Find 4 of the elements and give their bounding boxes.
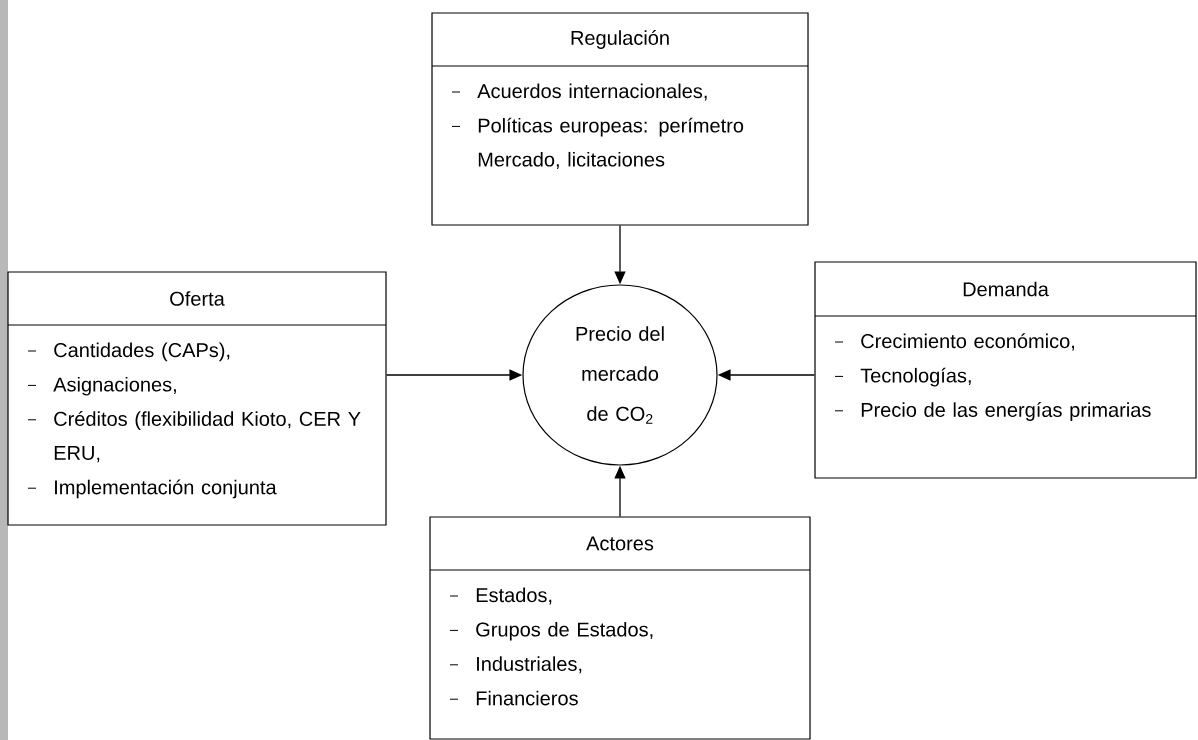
- list-box: Oferta Cantidades (CAPs), Asignaciones, Créditos (flexibilidad Kioto, CER Y ERU, Implementación conjunta: [7, 271, 387, 526]
- list-box: Demanda Crecimiento económico, Tecnologías, Precio de las energías primarias: [814, 261, 1197, 479]
- list-box: Actores Estados, Grupos de Estados, Industriales, Financieros: [429, 516, 811, 740]
- list-box: Regulación Acuerdos internacionales, Políticas europeas: perímetro Mercado, licitaciones: [431, 12, 809, 226]
